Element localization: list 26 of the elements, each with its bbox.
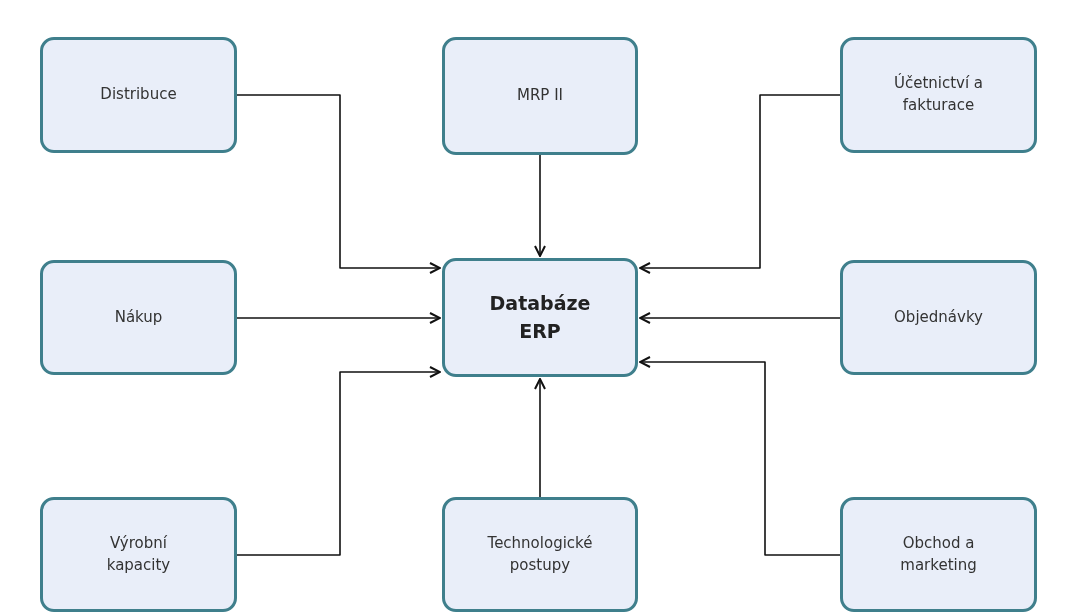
box-label: MRP II <box>517 85 563 107</box>
process-box <box>840 497 1037 612</box>
box-label: Výrobní kapacity <box>105 532 172 576</box>
arrow <box>236 366 441 556</box>
box-label: Objednávky <box>894 306 983 328</box>
box-label: Technologické postupy <box>486 532 594 576</box>
process-box <box>40 497 237 612</box>
arrow <box>534 378 546 498</box>
process-box <box>40 37 237 153</box>
process-box <box>442 258 638 377</box>
arrow <box>236 94 441 274</box>
box-label: Distribuce <box>100 84 177 106</box>
box-label: Účetnictví a fakturace <box>892 73 985 116</box>
box-label: Nákup <box>114 306 163 328</box>
process-box <box>840 260 1037 375</box>
arrow <box>534 154 546 257</box>
process-box <box>40 260 237 375</box>
process-box <box>840 37 1037 153</box>
arrow <box>639 356 841 556</box>
box-label: Databáze ERP <box>489 290 591 344</box>
box-label: Obchod a marketing <box>899 532 978 576</box>
arrow <box>639 312 841 324</box>
process-box <box>442 37 638 155</box>
arrow <box>236 312 441 324</box>
arrow <box>639 94 841 274</box>
process-box <box>442 497 638 612</box>
